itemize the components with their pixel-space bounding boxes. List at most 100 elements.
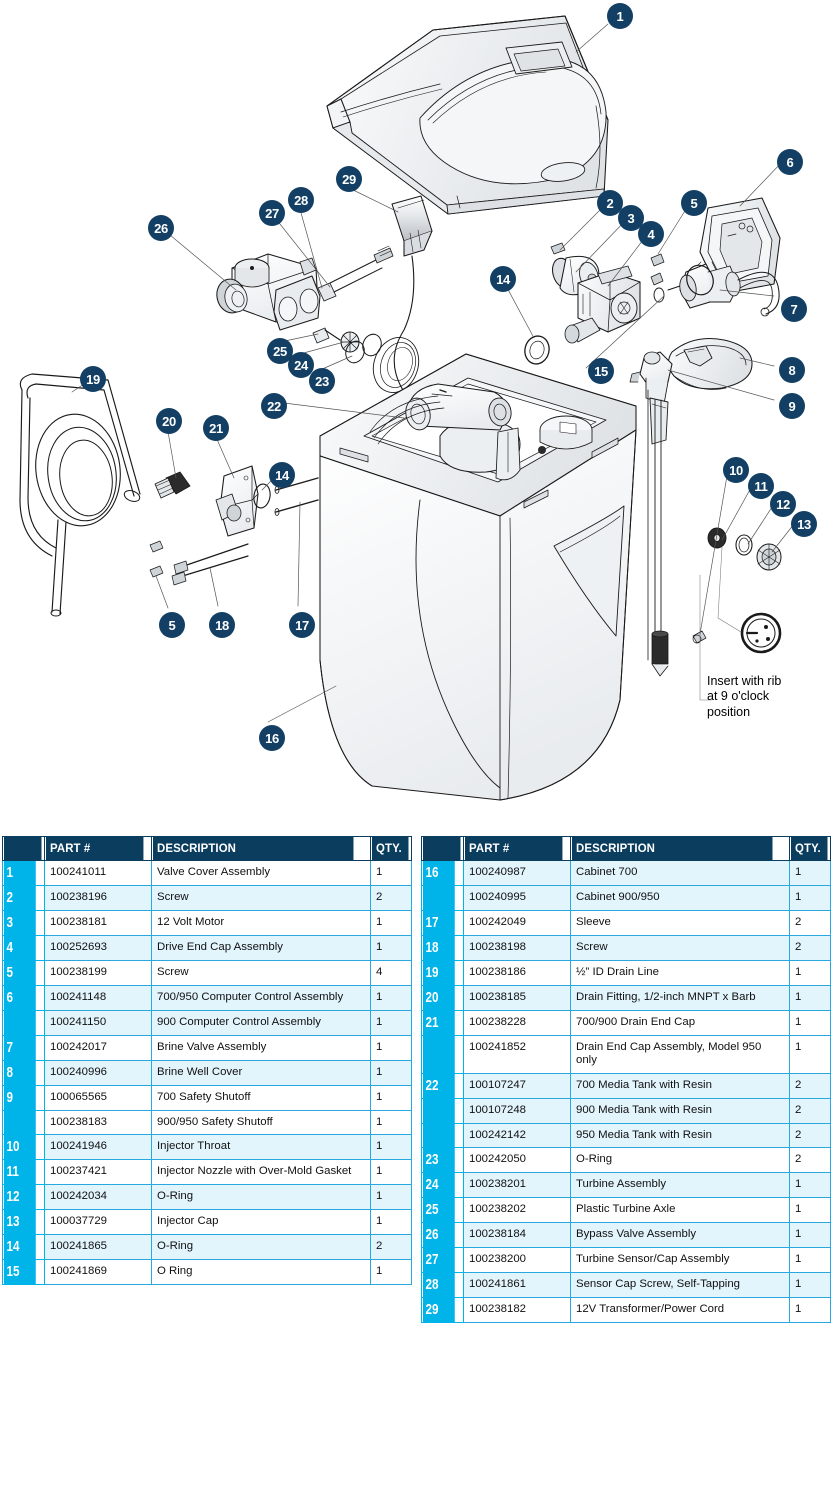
- valve-cover-art: [326, 15, 609, 215]
- callout-18[interactable]: 18: [209, 612, 235, 638]
- row-number: 20: [421, 984, 455, 1011]
- callout-7[interactable]: 7: [781, 296, 807, 322]
- row-quantity: 1: [789, 1272, 831, 1299]
- row-quantity: 1: [370, 1134, 412, 1161]
- row-number: 13: [2, 1209, 36, 1236]
- row-number: 7: [2, 1034, 36, 1061]
- row-description: Injector Nozzle with Over-Mold Gasket: [151, 1159, 371, 1186]
- row-quantity: 1: [370, 1109, 412, 1136]
- callout-19[interactable]: 19: [80, 366, 106, 392]
- row-quantity: 1: [370, 1184, 412, 1211]
- row-part-number: 100242049: [463, 909, 571, 936]
- row-part-number: 100238199: [44, 960, 152, 986]
- row-part-number: 100241852: [463, 1034, 571, 1075]
- row-quantity: 1: [370, 910, 412, 936]
- row-number: 1: [2, 860, 36, 886]
- row-quantity: 1: [370, 1159, 412, 1186]
- callout-22[interactable]: 22: [261, 393, 287, 419]
- row-number: 28: [421, 1272, 455, 1299]
- callout-4[interactable]: 4: [638, 221, 664, 247]
- injector-parts-art: [692, 527, 782, 701]
- callout-28[interactable]: 28: [288, 187, 314, 213]
- callout-27[interactable]: 27: [259, 200, 285, 226]
- brine-valve-art: [679, 261, 780, 317]
- row-quantity: 1: [789, 1172, 831, 1199]
- row-description: 12V Transformer/Power Cord: [570, 1297, 790, 1324]
- cabinet-art: [319, 353, 637, 801]
- callout-20[interactable]: 20: [156, 408, 182, 434]
- row-description: Drain End Cap Assembly, Model 950 only: [570, 1034, 790, 1075]
- row-description: ½” ID Drain Line: [570, 959, 790, 986]
- center-orings-art: [524, 264, 714, 365]
- callout-13[interactable]: 13: [791, 511, 817, 537]
- row-quantity: 1: [370, 1084, 412, 1111]
- callout-6[interactable]: 6: [777, 149, 803, 175]
- row-description: Drain Fitting, 1/2-inch MNPT x Barb: [570, 984, 790, 1011]
- row-part-number: 100107247: [463, 1073, 571, 1100]
- safety-shutoff-art: [629, 351, 673, 677]
- row-description: Brine Well Cover: [151, 1059, 371, 1086]
- callout-16[interactable]: 16: [259, 725, 285, 751]
- row-part-number: 100252693: [44, 935, 152, 961]
- callout-8[interactable]: 8: [779, 357, 805, 383]
- callout-15[interactable]: 15: [588, 358, 614, 384]
- callout-25[interactable]: 25: [267, 338, 293, 364]
- callout-21[interactable]: 21: [203, 415, 229, 441]
- row-number: [421, 1098, 455, 1124]
- callout-5[interactable]: 5: [681, 190, 707, 216]
- row-number: 29: [421, 1297, 455, 1324]
- callout-9[interactable]: 9: [779, 393, 805, 419]
- row-description: O-Ring: [570, 1147, 790, 1174]
- row-description: O Ring: [151, 1259, 371, 1286]
- media-tank-art: [369, 383, 512, 445]
- callout-5[interactable]: 5: [159, 612, 185, 638]
- row-part-number: 100241148: [44, 985, 152, 1011]
- row-number: 12: [2, 1184, 36, 1211]
- row-number: 19: [421, 959, 455, 986]
- row-part-number: 100237421: [44, 1159, 152, 1186]
- row-quantity: 1: [370, 935, 412, 961]
- callout-23[interactable]: 23: [309, 368, 335, 394]
- callout-12[interactable]: 12: [770, 491, 796, 517]
- callout-26[interactable]: 26: [148, 215, 174, 241]
- row-description: 700/900 Drain End Cap: [570, 1009, 790, 1036]
- callout-1[interactable]: 1: [607, 3, 633, 29]
- row-number: [421, 1034, 455, 1075]
- row-number: 18: [421, 934, 455, 961]
- row-part-number: 100037729: [44, 1209, 152, 1236]
- callout-17[interactable]: 17: [289, 612, 315, 638]
- row-description: Screw: [151, 885, 371, 911]
- callout-14[interactable]: 14: [269, 462, 295, 488]
- row-quantity: 1: [789, 959, 831, 986]
- callout-10[interactable]: 10: [723, 457, 749, 483]
- row-part-number: 100238182: [463, 1297, 571, 1324]
- row-description: Screw: [151, 960, 371, 986]
- row-description: 900 Media Tank with Resin: [570, 1098, 790, 1124]
- callout-29[interactable]: 29: [336, 166, 362, 192]
- row-part-number: 100238186: [463, 959, 571, 986]
- row-quantity: 1: [789, 1297, 831, 1324]
- row-quantity: 2: [789, 1098, 831, 1124]
- row-description: 12 Volt Motor: [151, 910, 371, 936]
- header-description: DESCRIPTION: [570, 836, 773, 861]
- callout-14[interactable]: 14: [490, 266, 516, 292]
- row-number: 10: [2, 1134, 36, 1161]
- row-number: 14: [2, 1234, 36, 1261]
- row-description: Valve Cover Assembly: [151, 860, 371, 886]
- row-quantity: 1: [370, 1059, 412, 1086]
- callout-11[interactable]: 11: [748, 473, 774, 499]
